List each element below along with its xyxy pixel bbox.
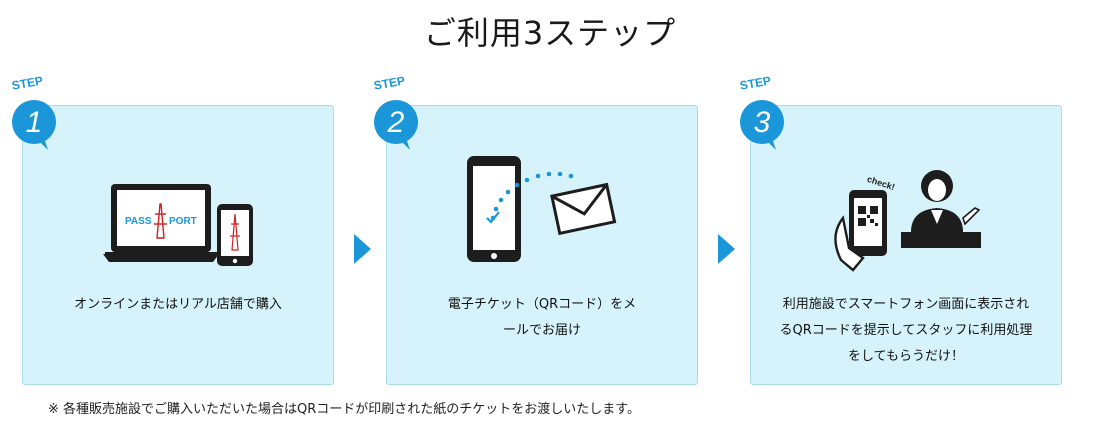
step-word: STEP [739,74,772,93]
step-number: 1 [26,106,43,139]
smartphone-icon [217,204,253,266]
footnote: ※ 各種販売施設でご購入いただいた場合はQRコードが印刷された紙のチケットをお渡… [48,402,640,417]
step-description-1: オンラインまたはリアル店舗で購入 [74,297,282,312]
envelope-icon [550,182,617,236]
step-card-1: PASS PORT オンラインまたはリアル店舗で購入 [22,105,334,385]
laptop-icon: PASS PORT [103,184,219,262]
step-number: 3 [754,106,771,139]
laptop-phone-illustration: PASS PORT [103,184,253,266]
step-card-2: 電子チケット（QRコード）をメールでお届け [386,105,698,385]
staff-person-icon [901,170,981,248]
port-text: PORT [169,216,197,227]
step-description-2: 電子チケット（QRコード）をメールでお届け [447,297,637,338]
check-text: check! [866,174,896,192]
step-word: STEP [11,74,44,93]
qr-staff-illustration: check! [834,170,981,272]
step-description-3: 利用施設でスマートフォン画面に表示されるQRコードを提示してスタッフに利用処理を… [779,297,1033,364]
step-word: STEP [373,74,406,93]
arrow-right-icon [354,234,371,264]
step-badge-3: STEP 3 [739,74,784,150]
hand-phone-icon [834,190,887,272]
step-badge-2: STEP 2 [373,74,418,150]
step-badge-1: STEP 1 [11,74,56,150]
step-card-3: check! 利用施設でスマートフォン画面に表示されるQRコードを提示してスタッ… [750,105,1062,385]
pass-text: PASS [125,216,152,227]
port-tower-icon [154,203,167,239]
check-mark-icon [486,211,500,224]
phone-mail-illustration [467,156,617,262]
qr-code-icon [858,206,878,226]
arrow-right-icon [718,234,735,264]
page-title: ご利用3ステップ [423,14,677,52]
step-number: 2 [387,106,405,139]
